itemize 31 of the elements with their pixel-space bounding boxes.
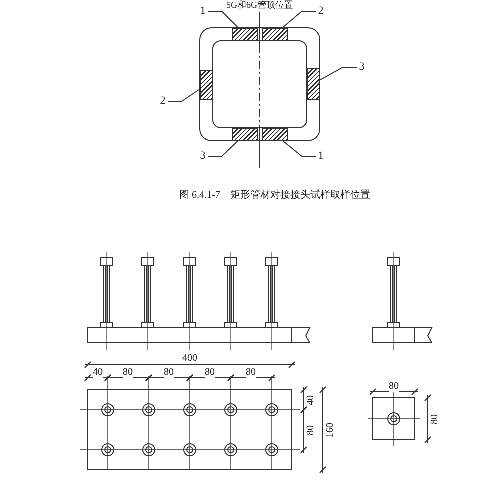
dimension-label: 80 (123, 367, 133, 378)
leader-line (168, 88, 200, 102)
callout-number: 3 (198, 150, 208, 163)
leader-line (320, 67, 358, 81)
leader-line (208, 140, 239, 157)
dimension-label: 80 (164, 367, 174, 378)
position-label: 5G和6G管顶位置 (226, 0, 294, 10)
dimension-label: 80 (306, 425, 316, 435)
dimension-label: 40 (93, 367, 103, 378)
specimen-area (262, 28, 288, 41)
leader-line (282, 140, 316, 157)
specimen-area (307, 68, 320, 100)
dimension-label: 160 (324, 422, 336, 438)
specimen-area (232, 28, 258, 41)
callout-number: 1 (198, 5, 208, 18)
dimension-label: 40 (306, 395, 316, 405)
dimension-label: 80 (389, 381, 399, 392)
dimension-label: 80 (205, 367, 215, 378)
dimension-label: 400 (182, 353, 198, 364)
callout-number: 1 (316, 150, 326, 163)
leader-line (208, 11, 239, 28)
figure-caption: 图 6.4.1-7 矩形管材对接接头试样取样位置 (180, 188, 370, 202)
dimension-label: 80 (246, 367, 256, 378)
callout-number: 2 (158, 95, 168, 108)
callout-number: 3 (357, 61, 367, 74)
leader-line (282, 11, 316, 28)
specimen-area (232, 128, 258, 141)
specimen-area (262, 128, 288, 141)
specimen-area (200, 70, 213, 100)
callout-number: 2 (316, 5, 326, 18)
dimension-label: 80 (430, 414, 440, 424)
